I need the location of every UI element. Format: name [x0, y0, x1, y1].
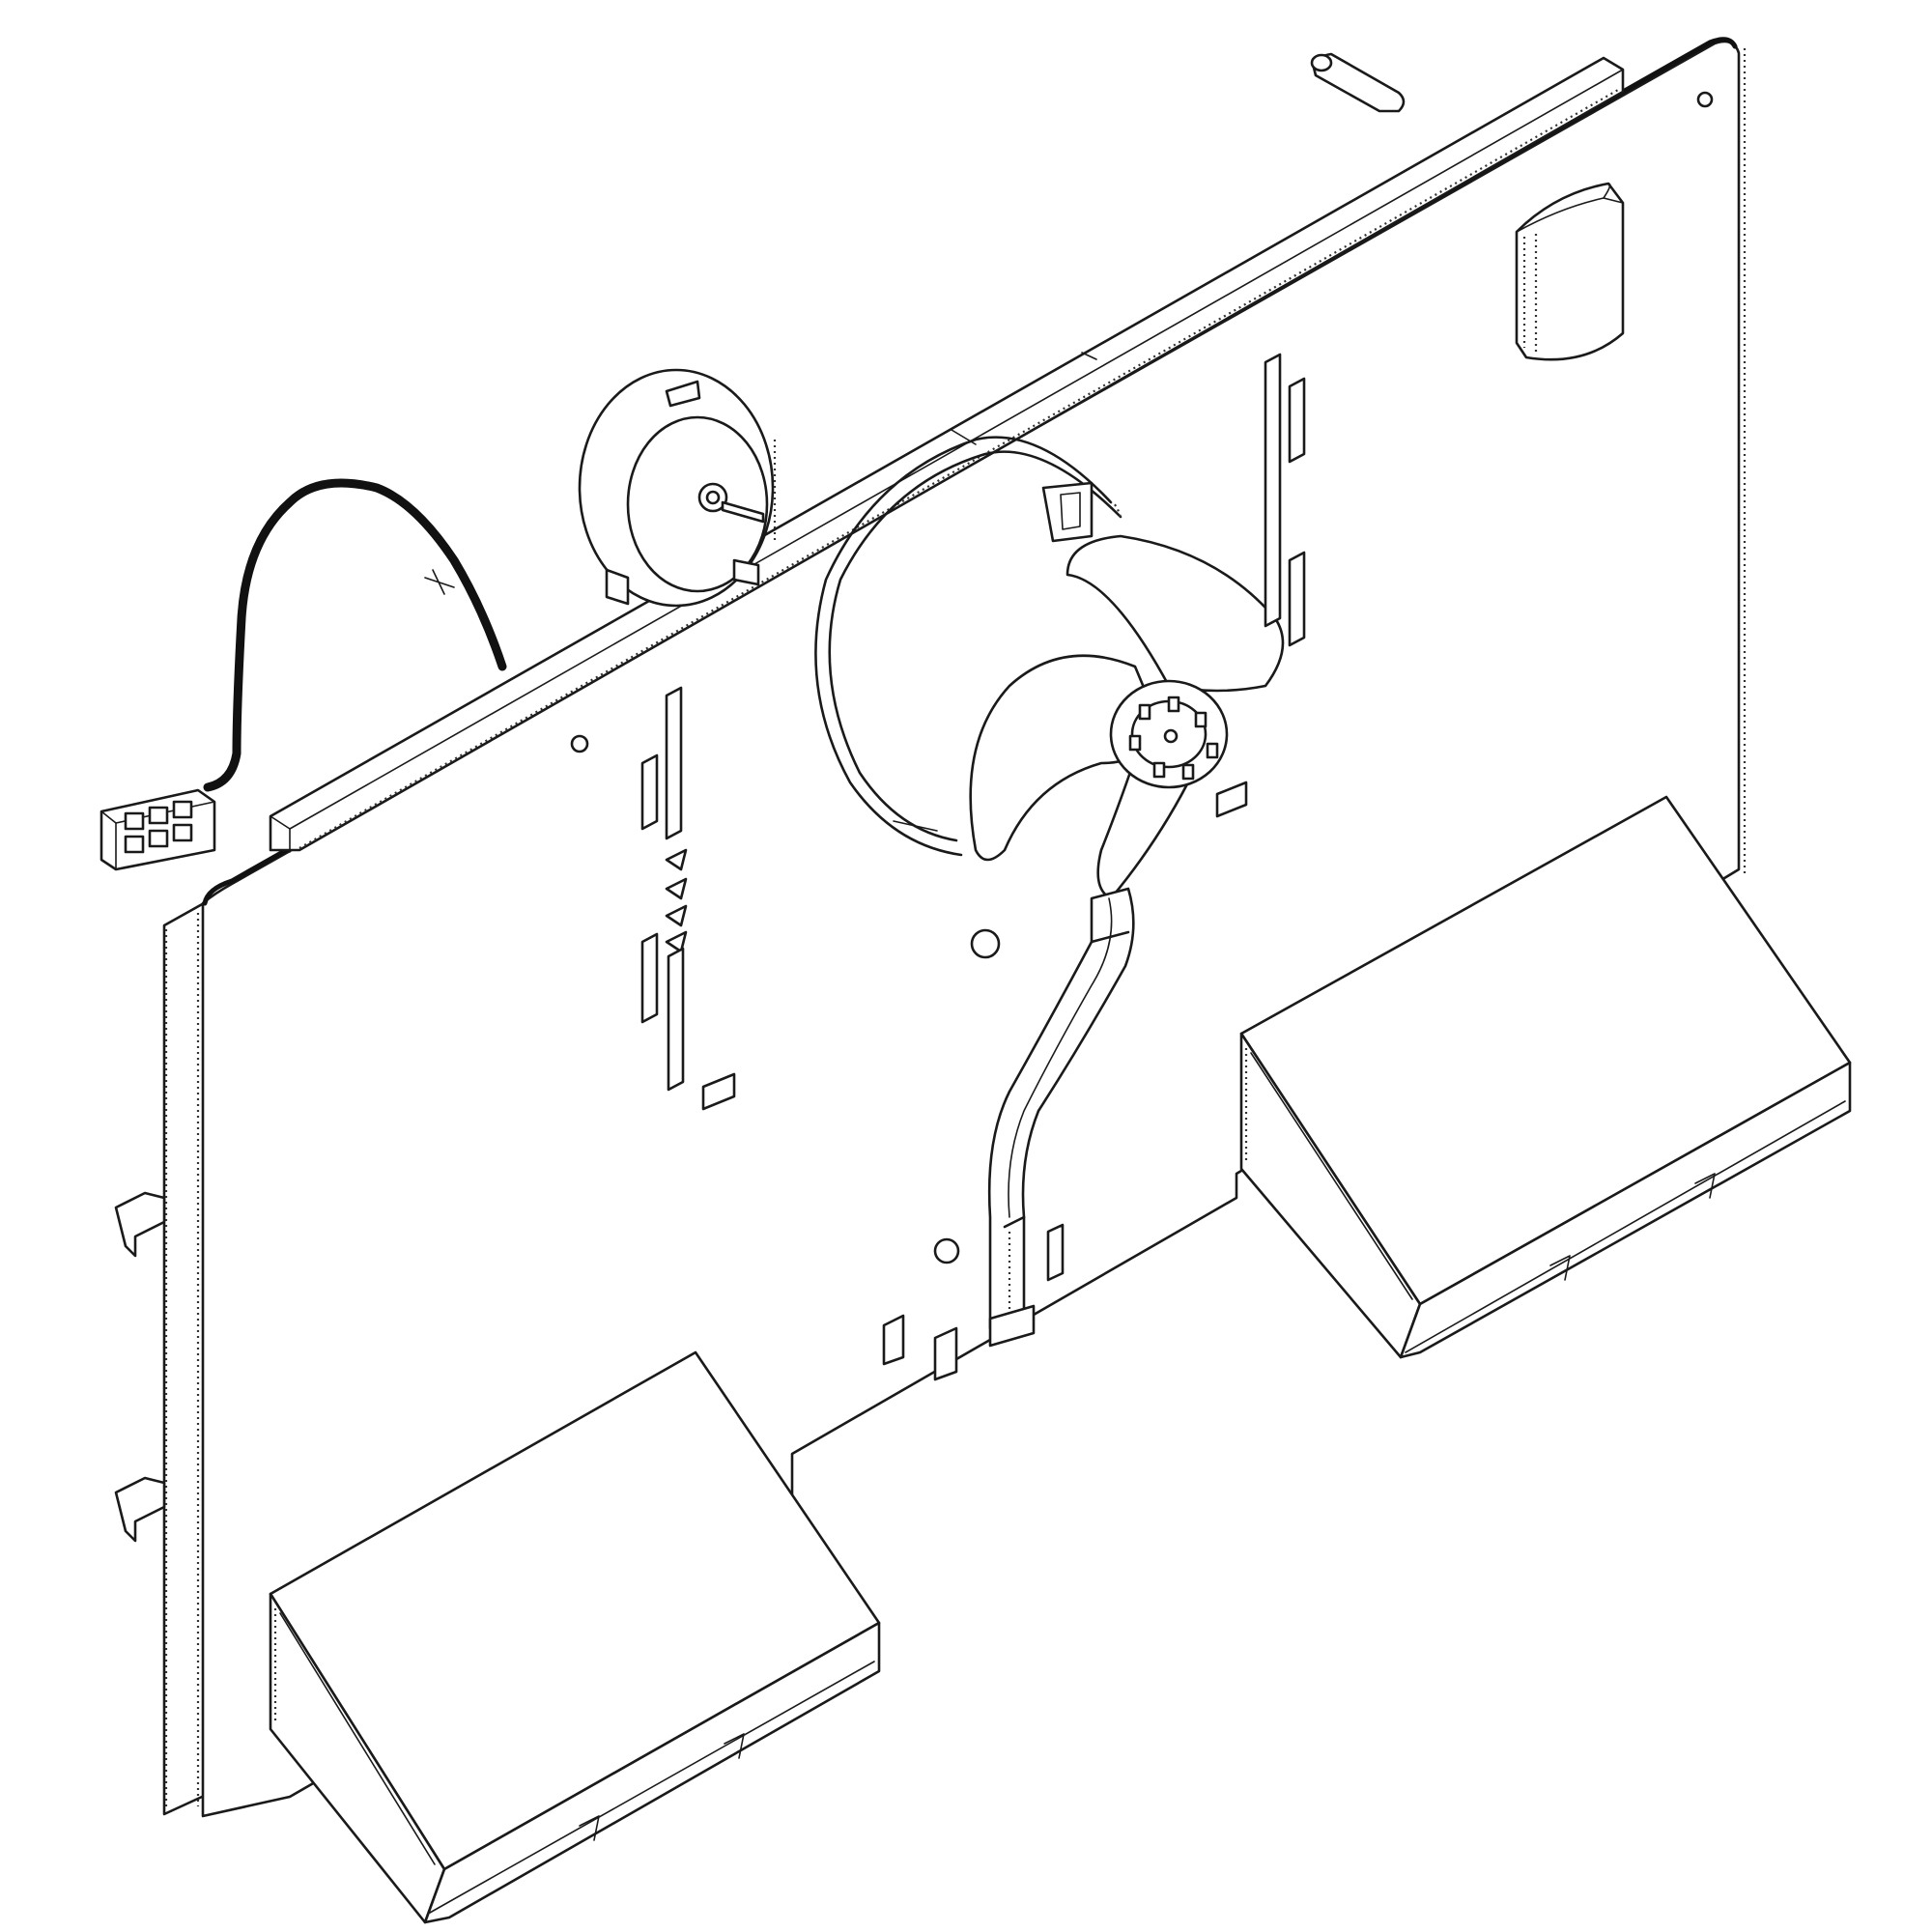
fan-blade — [969, 534, 1285, 900]
panel-clip-column-left — [640, 686, 736, 1111]
panel-clip-column-right — [882, 353, 1306, 1381]
spacer-pin — [1310, 52, 1406, 113]
evaporator-cover-panel — [114, 37, 1747, 1818]
fan-motor — [578, 368, 777, 608]
damper-bracket — [1515, 182, 1625, 361]
air-duct-right — [1239, 795, 1852, 1359]
air-duct-left — [269, 1350, 881, 1924]
fan-shroud-ring — [814, 436, 1122, 857]
air-channel-tube — [987, 887, 1135, 1348]
harness-connector — [99, 788, 216, 871]
motor-wire-harness — [203, 478, 507, 792]
